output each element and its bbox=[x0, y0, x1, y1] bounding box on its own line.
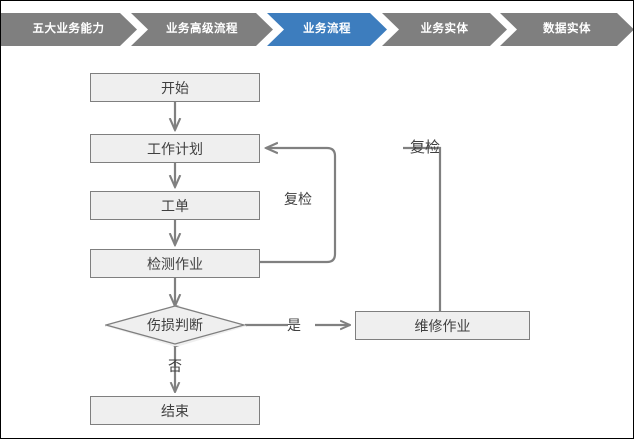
flow-node-work-order[interactable]: 工单 bbox=[90, 191, 260, 220]
breadcrumb-step-2-label: 业务高级流程 bbox=[166, 22, 238, 35]
flow-node-damage-decision[interactable]: 伤损判断 bbox=[105, 305, 247, 347]
flow-node-start-label: 开始 bbox=[161, 79, 189, 96]
flow-node-end[interactable]: 结束 bbox=[90, 396, 260, 425]
breadcrumb-step-2[interactable]: 业务高级流程 bbox=[131, 13, 273, 46]
flow-node-start[interactable]: 开始 bbox=[90, 73, 260, 102]
flow-node-repair-label: 维修作业 bbox=[414, 317, 471, 334]
process-navigation-breadcrumb: 五大业务能力 业务高级流程 业务流程 业务实体 数据实体 bbox=[0, 13, 634, 46]
edge-label-recheck-outer: 复检 bbox=[410, 139, 441, 156]
breadcrumb-step-1[interactable]: 五大业务能力 bbox=[0, 13, 137, 46]
edge-label-yes: 是 bbox=[287, 317, 301, 333]
edge-label-no: 否 bbox=[168, 358, 182, 374]
breadcrumb-step-4[interactable]: 业务实体 bbox=[382, 13, 507, 46]
breadcrumb-step-5-label: 数据实体 bbox=[543, 22, 591, 35]
breadcrumb-step-1-label: 五大业务能力 bbox=[32, 22, 105, 35]
edge-label-recheck-inner: 复检 bbox=[284, 191, 312, 207]
flow-node-inspection-label: 检测作业 bbox=[147, 255, 203, 272]
flow-node-damage-decision-label: 伤损判断 bbox=[147, 317, 203, 333]
diamond-outline bbox=[105, 305, 245, 345]
breadcrumb-step-4-label: 业务实体 bbox=[420, 22, 469, 35]
flow-node-work-plan[interactable]: 工作计划 bbox=[90, 134, 260, 163]
flow-node-inspection[interactable]: 检测作业 bbox=[90, 249, 260, 278]
breadcrumb-step-3-label: 业务流程 bbox=[303, 22, 351, 35]
flow-node-work-order-label: 工单 bbox=[161, 197, 189, 214]
flow-node-end-label: 结束 bbox=[161, 402, 189, 419]
flow-node-repair[interactable]: 维修作业 bbox=[355, 311, 530, 340]
breadcrumb-step-3-active[interactable]: 业务流程 bbox=[267, 13, 387, 46]
breadcrumb-step-5[interactable]: 数据实体 bbox=[500, 13, 634, 46]
flow-node-work-plan-label: 工作计划 bbox=[147, 140, 203, 157]
